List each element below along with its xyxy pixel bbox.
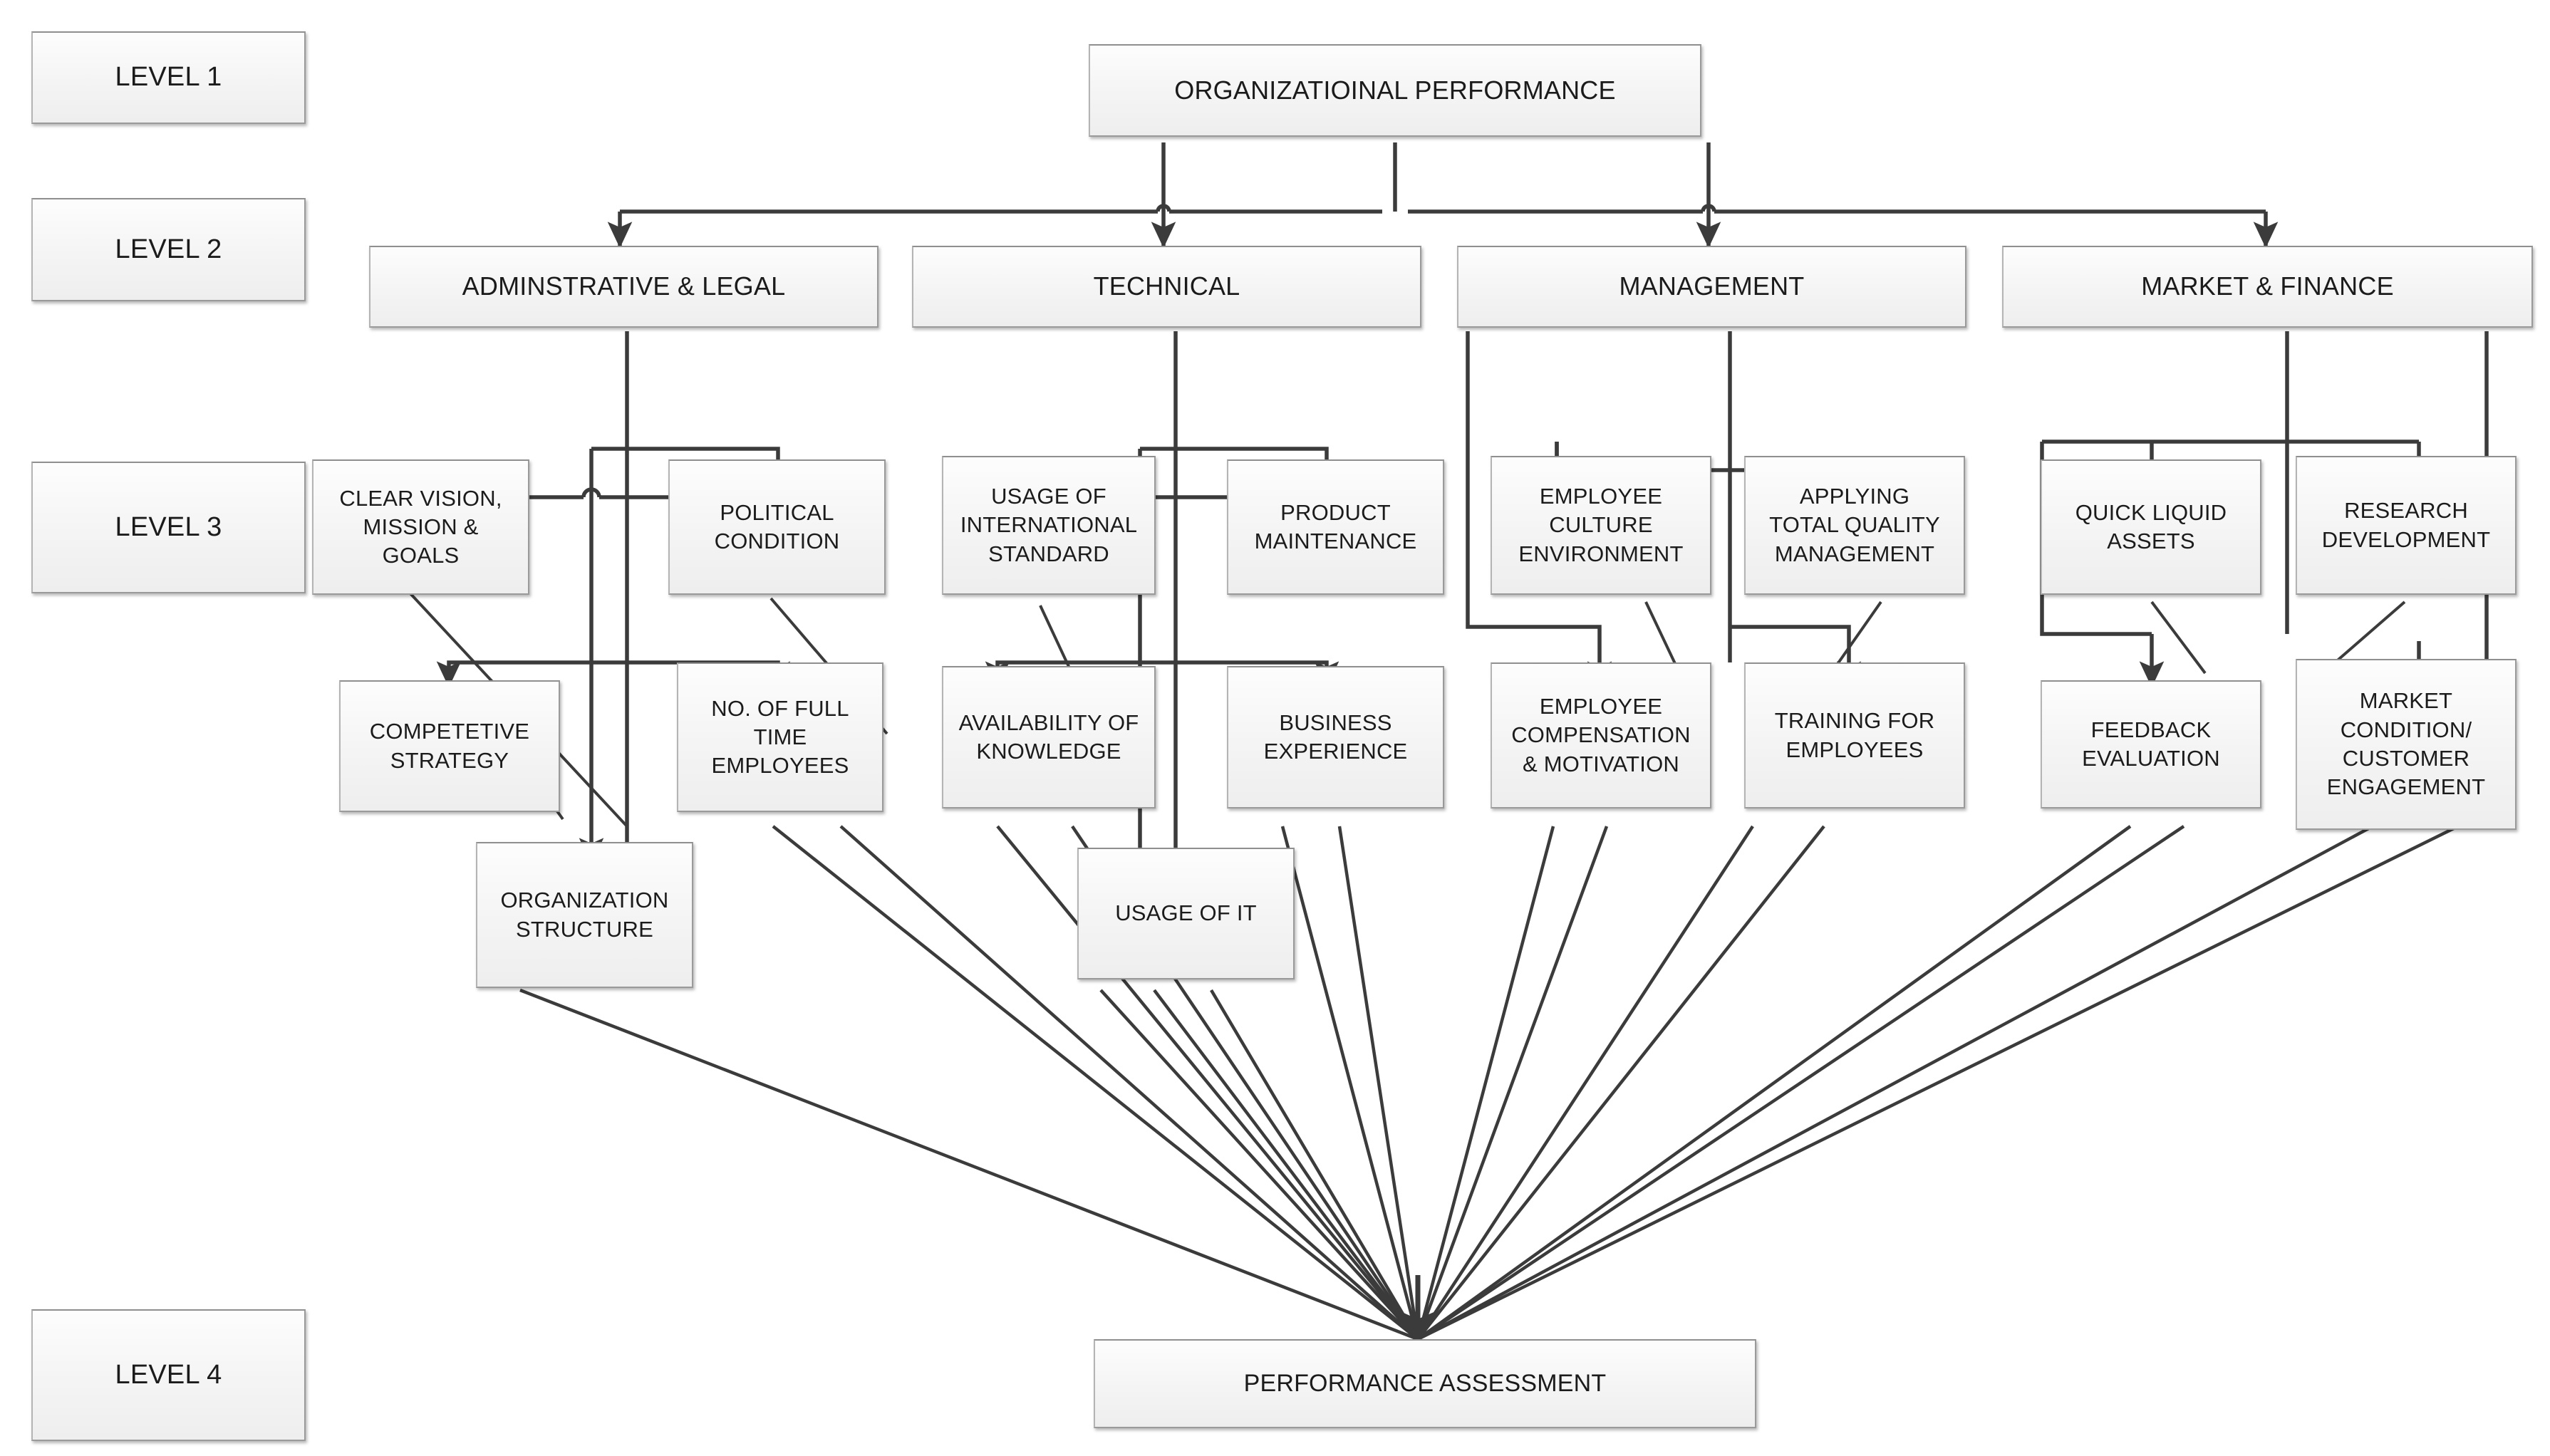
level-label-2: LEVEL 2 <box>31 198 306 301</box>
edge-fan-to-assessment <box>519 824 2459 1341</box>
node-political-condition[interactable]: POLITICAL CONDITION <box>668 459 886 595</box>
node-market-finance-label: MARKET & FINANCE <box>2141 271 2394 301</box>
node-performance-assessment[interactable]: PERFORMANCE ASSESSMENT <box>1094 1339 1756 1428</box>
node-research-development-label: RESEARCH DEVELOPMENT <box>2321 498 2491 552</box>
node-competetive-strategy[interactable]: COMPETETIVE STRATEGY <box>339 680 560 812</box>
node-management[interactable]: MANAGEMENT <box>1457 246 1966 328</box>
node-organizational-performance-label: ORGANIZATIOINAL PERFORMANCE <box>1174 75 1616 105</box>
node-product-maintenance[interactable]: PRODUCT MAINTENANCE <box>1227 459 1444 595</box>
node-market-finance[interactable]: MARKET & FINANCE <box>2002 246 2533 328</box>
node-employee-compensation-motivation-label: EMPLOYEE COMPENSATION & MOTIVATION <box>1511 694 1691 776</box>
edge-diag-culture-to-comp <box>1644 601 1679 670</box>
node-research-development[interactable]: RESEARCH DEVELOPMENT <box>2296 456 2517 595</box>
node-training-for-employees-label: TRAINING FOR EMPLOYEES <box>1774 708 1935 762</box>
node-market-condition-customer-engagement-label: MARKET CONDITION/ CUSTOMER ENGAGEMENT <box>2326 688 2486 800</box>
node-administrative-legal[interactable]: ADMINSTRATIVE & LEGAL <box>369 246 878 328</box>
node-employee-culture-environment[interactable]: EMPLOYEE CULTURE ENVIRONMENT <box>1491 456 1711 595</box>
node-feedback-evaluation-label: FEEDBACK EVALUATION <box>2082 717 2220 771</box>
node-usage-of-it-label: USAGE OF IT <box>1115 900 1257 926</box>
node-quick-liquid-assets[interactable]: QUICK LIQUID ASSETS <box>2041 459 2261 595</box>
node-applying-total-quality-management[interactable]: APPLYING TOTAL QUALITY MANAGEMENT <box>1744 456 1965 595</box>
level-label-1-text: LEVEL 1 <box>115 62 222 93</box>
node-clear-vision-mission-goals[interactable]: CLEAR VISION, MISSION & GOALS <box>312 459 529 595</box>
node-organizational-performance[interactable]: ORGANIZATIOINAL PERFORMANCE <box>1089 44 1701 137</box>
node-quick-liquid-assets-label: QUICK LIQUID ASSETS <box>2075 499 2227 553</box>
node-no-of-full-time-employees[interactable]: NO. OF FULL TIME EMPLOYEES <box>677 662 883 812</box>
node-employee-compensation-motivation[interactable]: EMPLOYEE COMPENSATION & MOTIVATION <box>1491 662 1711 808</box>
node-performance-assessment-label: PERFORMANCE ASSESSMENT <box>1243 1370 1607 1398</box>
node-business-experience[interactable]: BUSINESS EXPERIENCE <box>1227 666 1444 808</box>
level-label-1: LEVEL 1 <box>31 31 306 124</box>
node-management-label: MANAGEMENT <box>1619 271 1805 301</box>
node-organization-structure-label: ORGANIZATION STRUCTURE <box>500 888 669 942</box>
node-market-condition-customer-engagement[interactable]: MARKET CONDITION/ CUSTOMER ENGAGEMENT <box>2296 659 2517 830</box>
node-political-condition-label: POLITICAL CONDITION <box>714 499 840 553</box>
level-label-4-text: LEVEL 4 <box>115 1359 222 1390</box>
level-label-3-text: LEVEL 3 <box>115 511 222 542</box>
node-availability-of-knowledge-label: AVAILABILITY OF KNOWLEDGE <box>958 709 1139 764</box>
node-usage-of-international-standard[interactable]: USAGE OF INTERNATIONAL STANDARD <box>942 456 1156 595</box>
level-label-2-text: LEVEL 2 <box>115 234 222 264</box>
node-competetive-strategy-label: COMPETETIVE STRATEGY <box>369 719 530 773</box>
node-no-of-full-time-employees-label: NO. OF FULL TIME EMPLOYEES <box>711 695 849 779</box>
node-availability-of-knowledge[interactable]: AVAILABILITY OF KNOWLEDGE <box>942 666 1156 808</box>
node-employee-culture-environment-label: EMPLOYEE CULTURE ENVIRONMENT <box>1518 484 1684 566</box>
node-technical[interactable]: TECHNICAL <box>912 246 1421 328</box>
node-product-maintenance-label: PRODUCT MAINTENANCE <box>1254 499 1417 553</box>
level-label-3: LEVEL 3 <box>31 462 306 593</box>
node-organization-structure[interactable]: ORGANIZATION STRUCTURE <box>476 842 693 988</box>
node-administrative-legal-label: ADMINSTRATIVE & LEGAL <box>462 271 786 301</box>
edge-diag-liquid-to-feedback <box>2150 600 2207 675</box>
node-clear-vision-mission-goals-label: CLEAR VISION, MISSION & GOALS <box>339 485 502 568</box>
node-business-experience-label: BUSINESS EXPERIENCE <box>1263 709 1408 764</box>
node-feedback-evaluation[interactable]: FEEDBACK EVALUATION <box>2041 680 2261 808</box>
node-training-for-employees[interactable]: TRAINING FOR EMPLOYEES <box>1744 662 1965 808</box>
node-usage-of-it[interactable]: USAGE OF IT <box>1077 848 1295 979</box>
level-label-4: LEVEL 4 <box>31 1309 306 1441</box>
node-usage-of-international-standard-label: USAGE OF INTERNATIONAL STANDARD <box>960 484 1138 566</box>
node-applying-total-quality-management-label: APPLYING TOTAL QUALITY MANAGEMENT <box>1769 484 1940 566</box>
node-technical-label: TECHNICAL <box>1093 271 1240 301</box>
